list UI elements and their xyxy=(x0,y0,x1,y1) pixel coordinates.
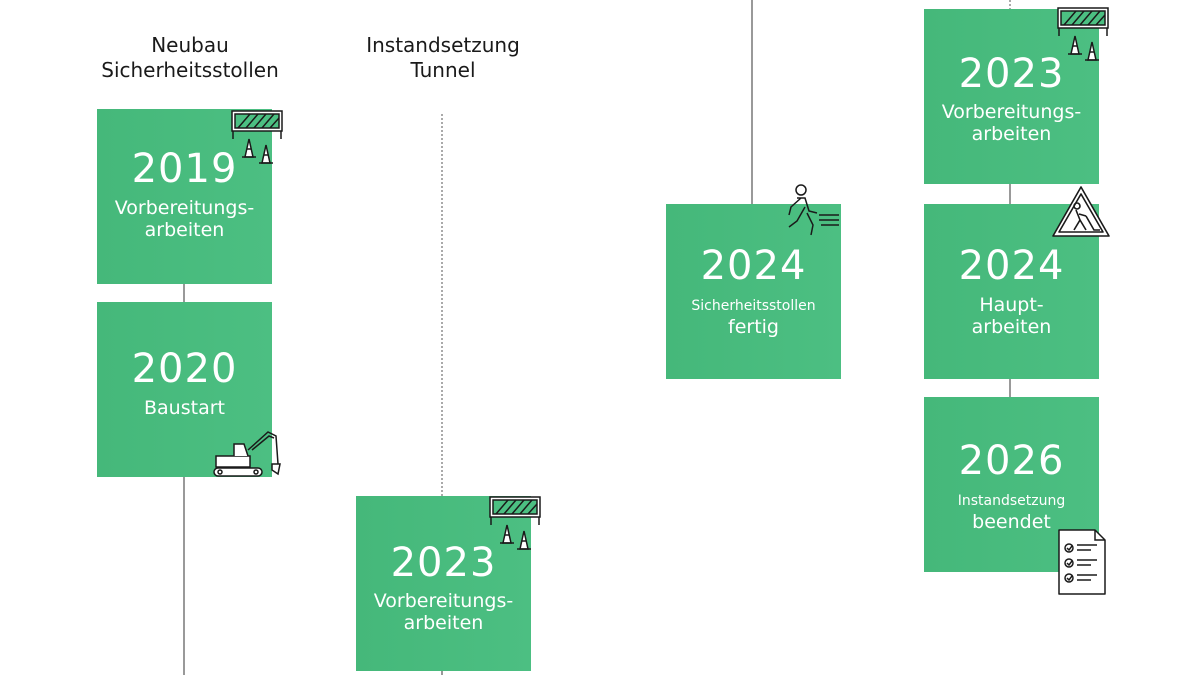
milestone-label: Vorbereitungs- arbeiten xyxy=(941,101,1082,145)
column-title-instandsetzung: Instandsetzung Tunnel xyxy=(313,33,573,83)
milestone-year: 2020 xyxy=(131,346,238,392)
roadwork-warning-sign-icon xyxy=(1050,184,1112,240)
milestone-year: 2024 xyxy=(958,243,1065,289)
milestone-label: Sicherheitsstollen fertig xyxy=(691,298,816,338)
milestone-card-2019: 2019 Vorbereitungs- arbeiten xyxy=(97,109,272,284)
column-title-line: Neubau xyxy=(151,33,229,57)
milestone-card-2023-tunnel: 2023 Vorbereitungs- arbeiten xyxy=(356,496,531,671)
milestone-label: Haupt- arbeiten xyxy=(971,294,1052,338)
running-person-exit-icon xyxy=(783,183,841,241)
milestone-year: 2026 xyxy=(958,438,1065,484)
milestone-year: 2023 xyxy=(390,540,497,586)
checklist-document-icon xyxy=(1057,528,1107,596)
milestone-label: Baustart xyxy=(144,397,225,419)
timeline-line-tunnel-dotted xyxy=(441,114,443,496)
column-title-neubau: Neubau Sicherheitsstollen xyxy=(60,33,320,83)
milestone-year: 2024 xyxy=(700,243,807,289)
column-title-line: Tunnel xyxy=(410,58,476,82)
excavator-icon xyxy=(212,428,282,480)
milestone-label: Instandsetzung beendet xyxy=(957,493,1066,533)
timeline-line-neubau xyxy=(183,280,185,675)
milestone-year: 2023 xyxy=(958,51,1065,97)
construction-barrier-icon xyxy=(488,495,542,553)
timeline-line-neubau-continued xyxy=(751,0,753,205)
timeline-line-tunnel-continued-dotted xyxy=(1009,0,1011,10)
milestone-label: Vorbereitungs- arbeiten xyxy=(373,590,514,634)
milestone-year: 2019 xyxy=(131,146,238,192)
construction-barrier-icon xyxy=(230,109,284,167)
construction-barrier-icon xyxy=(1056,6,1110,64)
column-title-line: Sicherheitsstollen xyxy=(101,58,279,82)
column-title-line: Instandsetzung xyxy=(366,33,520,57)
milestone-card-2023-right: 2023 Vorbereitungs- arbeiten xyxy=(924,9,1099,184)
milestone-label: Vorbereitungs- arbeiten xyxy=(114,197,255,241)
